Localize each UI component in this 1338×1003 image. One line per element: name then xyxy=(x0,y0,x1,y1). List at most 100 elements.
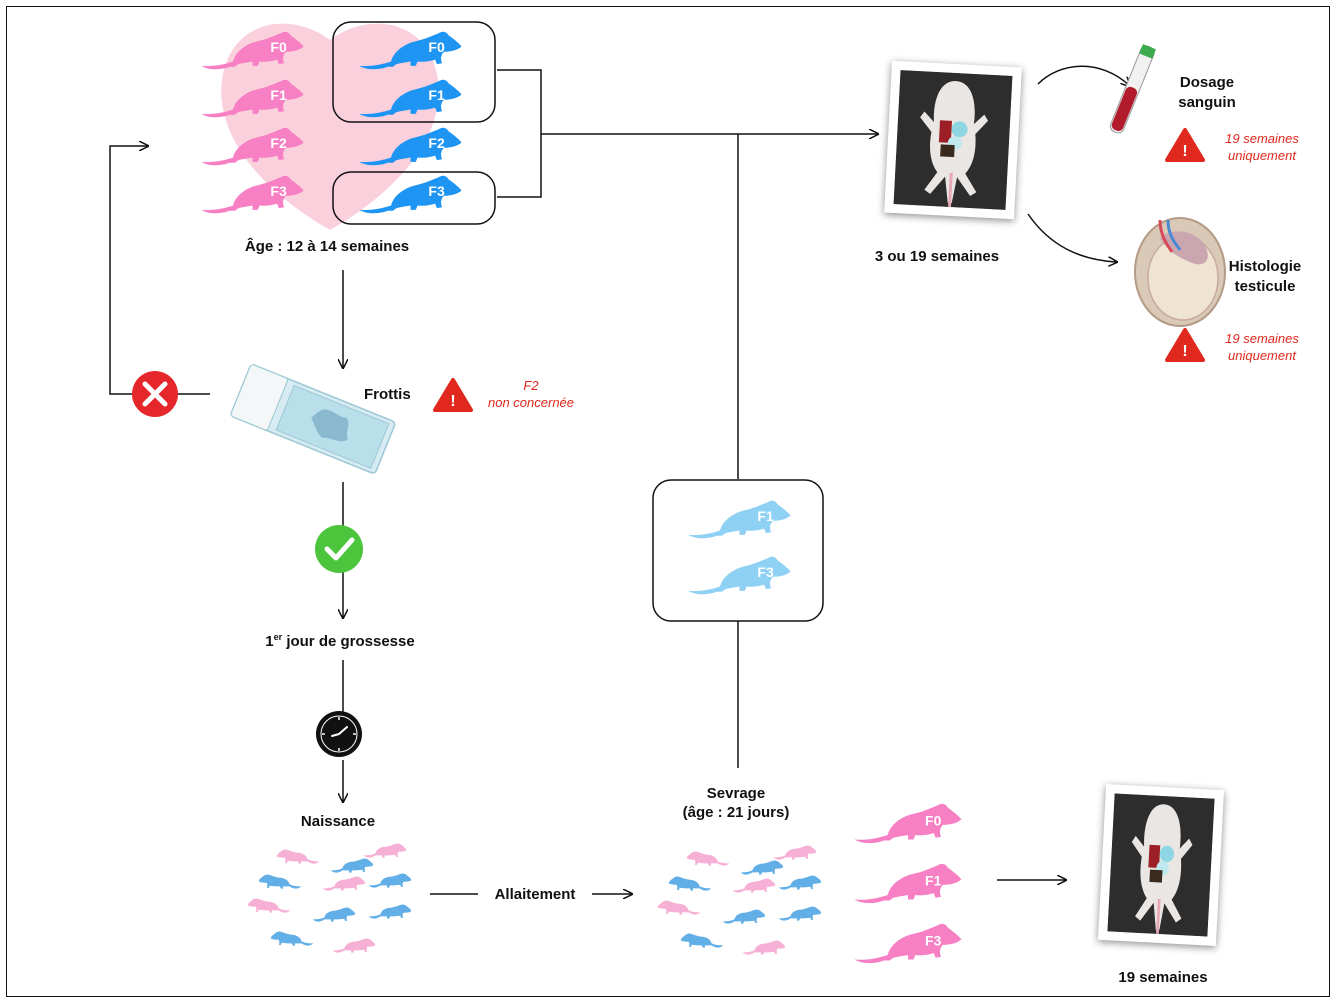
nursing-label: Allaitement xyxy=(494,886,576,903)
blood-note-line2: uniquement xyxy=(1228,148,1296,163)
female-rat-f2: F2 xyxy=(201,127,304,166)
male-rat-f3: F3 xyxy=(359,175,462,214)
weaned-female-f1: F1 xyxy=(854,863,962,904)
pup-birth-7 xyxy=(247,898,291,913)
pup-weaning-7 xyxy=(657,900,701,915)
histology-line1: Histologie xyxy=(1228,258,1302,275)
svg-text:!: ! xyxy=(1182,343,1187,360)
blood-note-line1: 19 semaines xyxy=(1225,131,1299,146)
histology-label: Histologie testicule xyxy=(1229,257,1302,297)
weaning-label-line1: Sevrage xyxy=(706,785,766,802)
female-rat-f0: F0 xyxy=(201,31,304,70)
smear-note-line2: non concernée xyxy=(487,395,575,410)
pup-weaning-4 xyxy=(668,876,712,891)
female-rat-f3-label: F3 xyxy=(270,183,287,199)
smear-note: F2 non concernée xyxy=(488,377,574,411)
birth-label: Naissance xyxy=(300,813,376,830)
male-rat-f0: F0 xyxy=(359,31,462,70)
pup-weaning-3 xyxy=(740,860,784,875)
pup-birth-2 xyxy=(363,843,407,858)
male-rat-f2-label: F2 xyxy=(428,135,445,151)
pregnancy-label: 1er jour de grossesse xyxy=(265,632,414,650)
svg-text:!: ! xyxy=(450,393,455,410)
figure-frame xyxy=(6,6,1330,997)
pup-birth-6 xyxy=(368,873,412,888)
weaned-female-f1-label: F1 xyxy=(925,872,942,888)
pup-weaning-2 xyxy=(773,845,817,860)
pup-birth-10 xyxy=(270,931,314,946)
male-rat-f0-label: F0 xyxy=(428,39,445,55)
heart-shape xyxy=(221,23,439,230)
weaned-female-f0: F0 xyxy=(854,803,962,844)
female-rat-f0-label: F0 xyxy=(270,39,287,55)
weaning-label-line2: (âge : 21 jours) xyxy=(682,804,790,821)
weaned-female-f3: F3 xyxy=(854,923,962,964)
pups-weaning-group xyxy=(657,845,822,955)
reject-cross-icon xyxy=(132,371,178,417)
histology-note: 19 semaines uniquement xyxy=(1225,330,1299,364)
pup-weaning-11 xyxy=(742,940,786,955)
male-box-f3 xyxy=(332,171,496,225)
pup-weaning-9 xyxy=(778,906,822,921)
female-rat-f1-label: F1 xyxy=(270,87,287,103)
blood-assay-line1: Dosage xyxy=(1179,74,1235,91)
histology-note-line2: uniquement xyxy=(1228,348,1296,363)
pup-birth-1 xyxy=(276,849,320,864)
male-rat-f2: F2 xyxy=(359,127,462,166)
weaned-male-f3-label: F3 xyxy=(757,564,774,580)
check-icon xyxy=(315,525,363,573)
warning-icon-histology: ! xyxy=(1165,328,1205,362)
smear-slide-image xyxy=(230,364,396,474)
pup-birth-3 xyxy=(330,858,374,873)
male-rat-f1: F1 xyxy=(359,79,462,118)
female-rat-f2-label: F2 xyxy=(270,135,287,151)
blood-note: 19 semaines uniquement xyxy=(1225,130,1299,164)
pup-birth-8 xyxy=(312,907,356,922)
warning-icon-smear: ! xyxy=(433,378,473,412)
weaned-male-f1-label: F1 xyxy=(757,508,774,524)
dissection-age-label: 3 ou 19 semaines xyxy=(874,248,1000,265)
weaned-female-f3-label: F3 xyxy=(925,932,942,948)
blood-tube-image xyxy=(1109,44,1156,134)
histology-note-line1: 19 semaines xyxy=(1225,331,1299,346)
pregnancy-text: jour de grossesse xyxy=(282,633,415,650)
bracket-line xyxy=(497,69,542,198)
blood-assay-label: Dosage sanguin xyxy=(1178,73,1236,113)
warning-icon-blood: ! xyxy=(1165,128,1205,162)
pup-birth-5 xyxy=(322,876,366,891)
pup-weaning-10 xyxy=(680,933,724,948)
arrow-to-blood xyxy=(1037,65,1130,86)
weaned-male-f1: F1 xyxy=(688,500,791,539)
final-dissection-photo xyxy=(1097,784,1225,946)
testis-histology-image xyxy=(1134,217,1226,327)
weaning-label: Sevrage (âge : 21 jours) xyxy=(683,784,790,822)
clock-icon xyxy=(316,711,362,757)
female-rat-f1: F1 xyxy=(201,79,304,118)
histology-line2: testicule xyxy=(1234,278,1296,295)
male-box-f0-f1 xyxy=(332,21,496,123)
smear-label: Frottis xyxy=(364,386,411,403)
pup-weaning-6 xyxy=(778,875,822,890)
pup-weaning-1 xyxy=(686,851,730,866)
mating-age-label: Âge : 12 à 14 semaines xyxy=(244,238,410,255)
reject-loop-line xyxy=(109,146,210,395)
weaned-males-box xyxy=(652,479,824,622)
pup-birth-11 xyxy=(332,938,376,953)
pup-birth-4 xyxy=(258,874,302,889)
smear-note-line1: F2 xyxy=(523,378,539,393)
blood-assay-line2: sanguin xyxy=(1178,94,1236,111)
female-rat-f3: F3 xyxy=(201,175,304,214)
arrow-to-histology xyxy=(1027,213,1117,262)
pup-weaning-5 xyxy=(732,878,776,893)
pregnancy-ordinal: 1 xyxy=(265,633,274,650)
male-rat-f3-label: F3 xyxy=(428,183,445,199)
weaned-male-f3: F3 xyxy=(688,556,791,595)
weaned-female-f0-label: F0 xyxy=(925,812,942,828)
final-age-label: 19 semaines xyxy=(1118,969,1208,986)
pregnancy-ordinal-suffix: er xyxy=(273,632,283,642)
